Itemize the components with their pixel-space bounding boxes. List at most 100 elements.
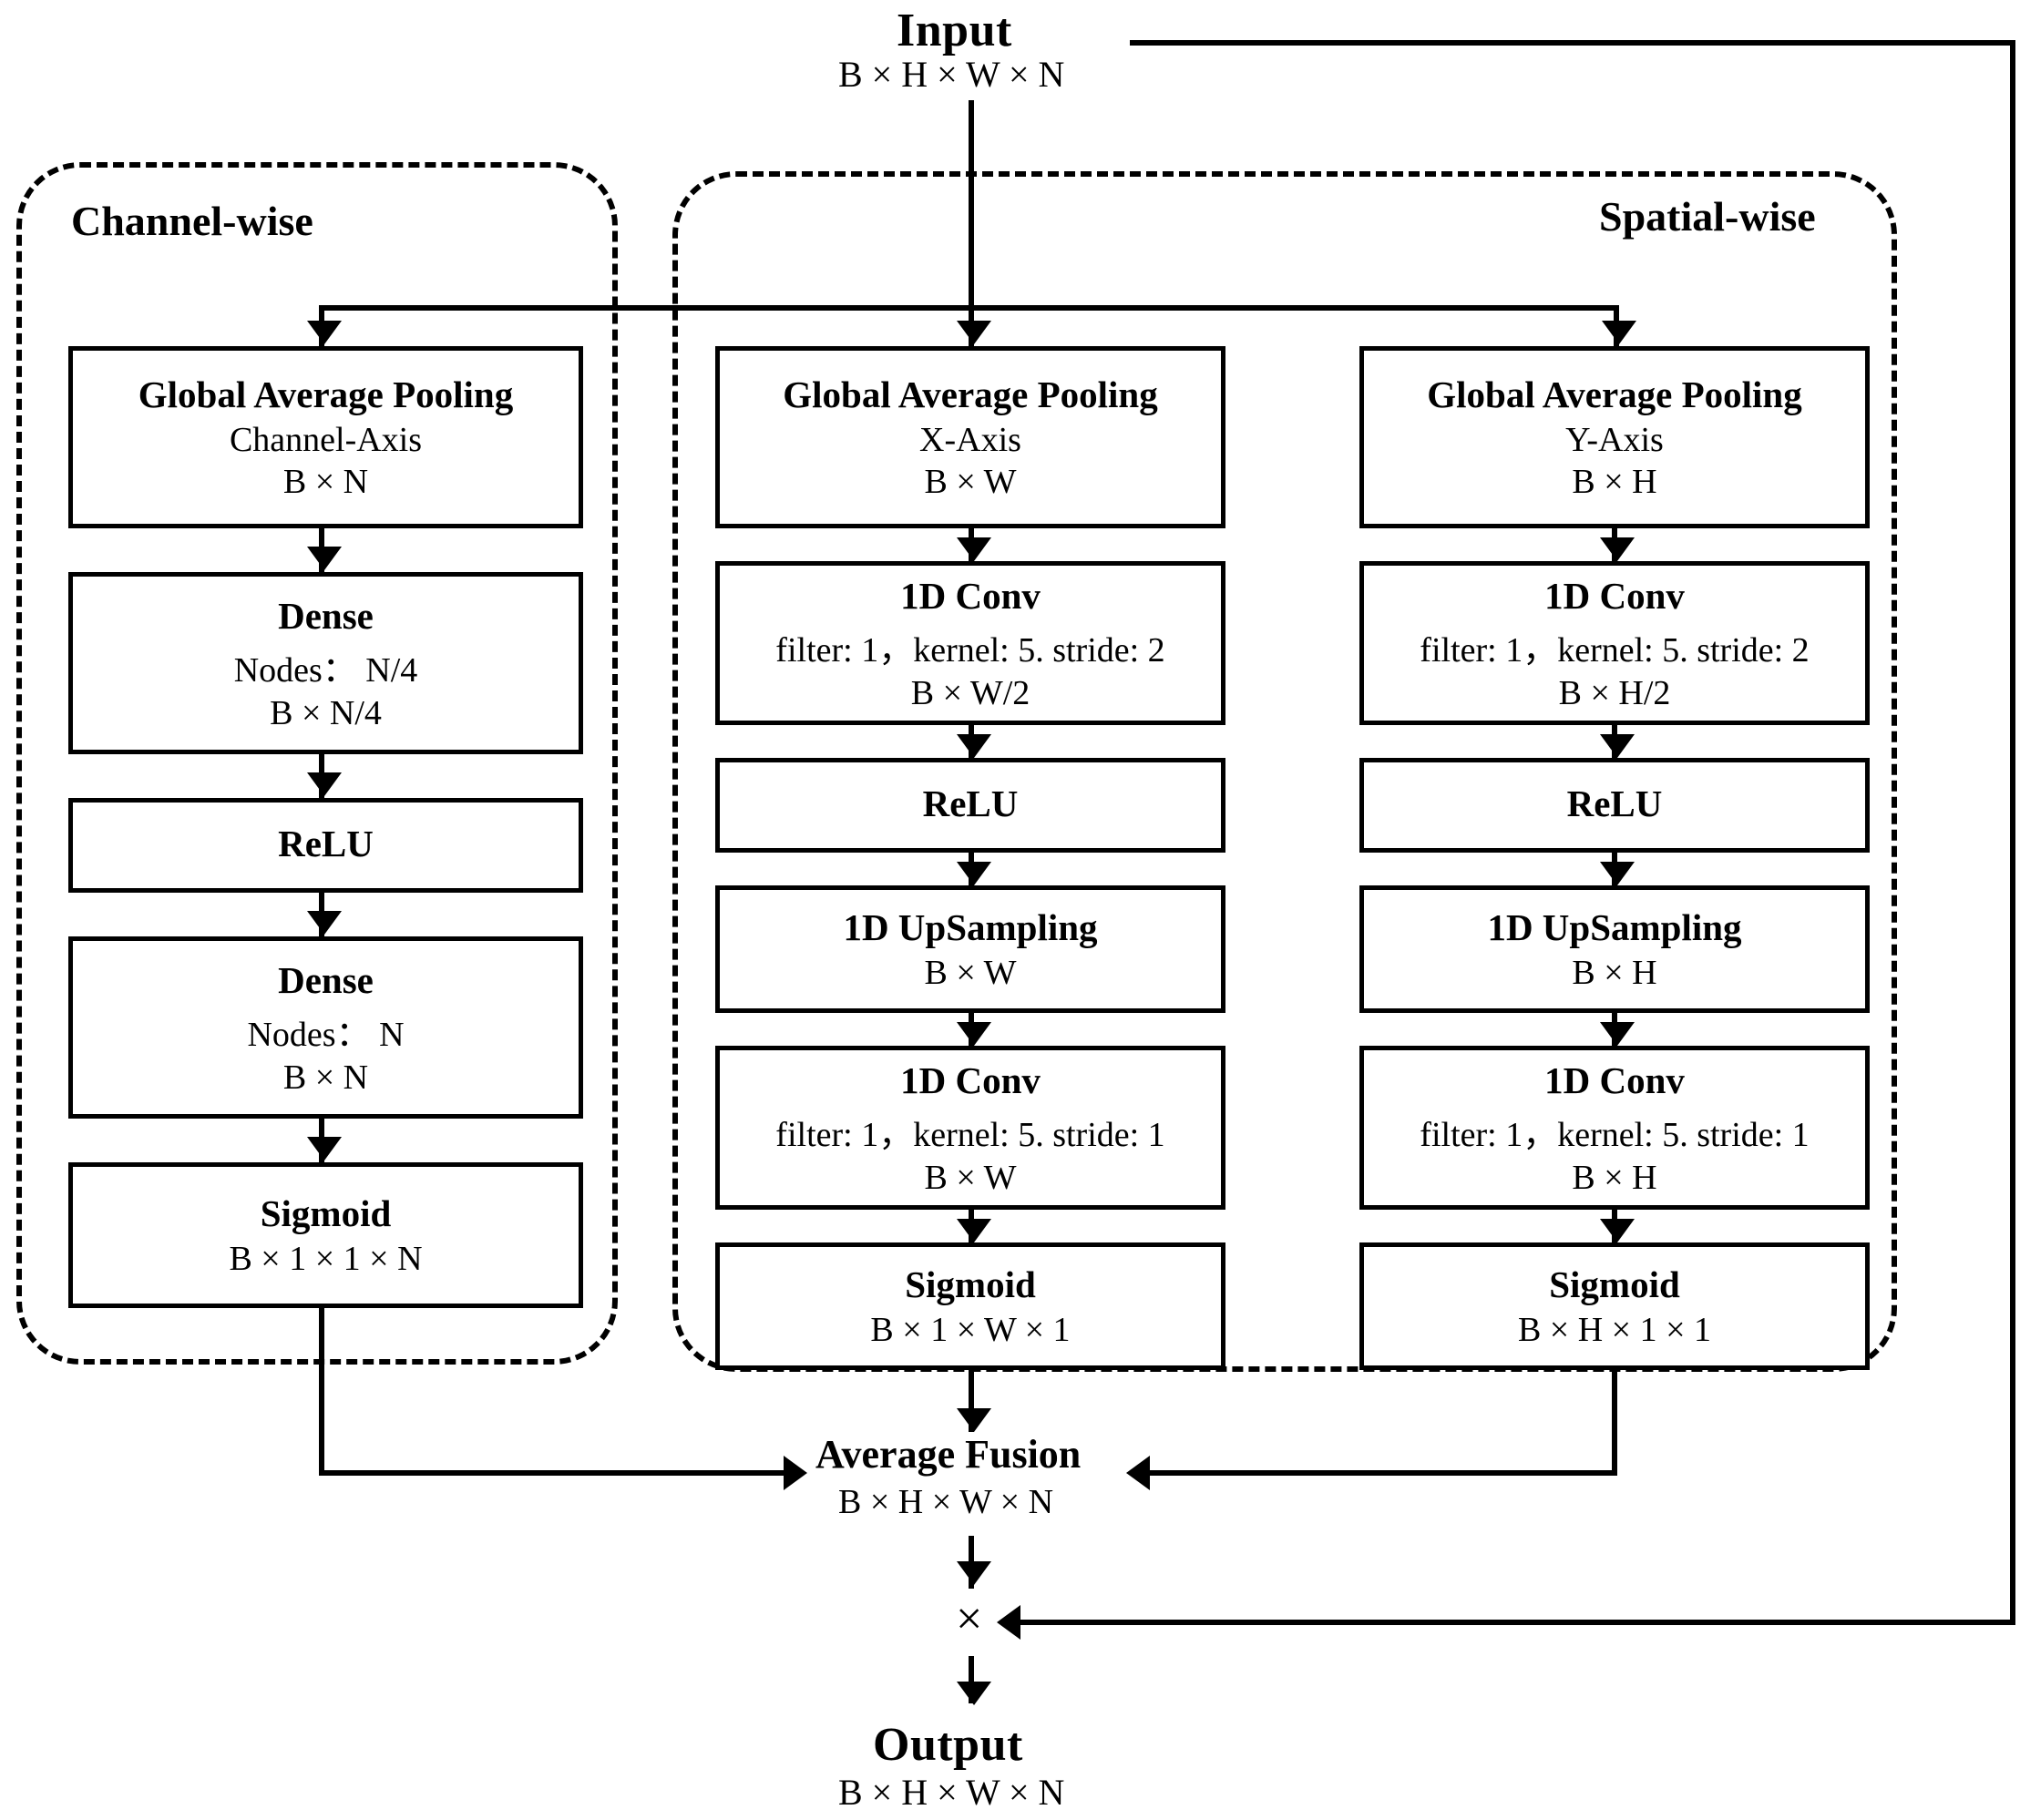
spatial-x-box-sigmoid-shape: B × 1 × W × 1	[870, 1311, 1071, 1349]
channel-wise-group-label: Channel-wise	[71, 198, 313, 244]
spatial-x-box-conv1-sub: filter: 1，kernel: 5. stride: 2	[775, 630, 1165, 670]
spatial-y-link-5-arrow	[1600, 1219, 1635, 1242]
spatial-wise-group-boundary	[672, 171, 1897, 1372]
channel-box-gap-title: Global Average Pooling	[138, 373, 514, 415]
channel-to-fusion-vline	[319, 1308, 324, 1476]
channel-box-dense2: Dense Nodes： N B × N	[68, 936, 583, 1119]
spatial-y-box-conv1: 1D Conv filter: 1，kernel: 5. stride: 2 B…	[1359, 561, 1870, 725]
spatial-x-link-2-arrow	[957, 734, 991, 758]
spatial-y-box-conv2-sub: filter: 1，kernel: 5. stride: 1	[1420, 1115, 1810, 1154]
channel-box-sigmoid-shape: B × 1 × 1 × N	[229, 1240, 423, 1278]
distribution-bus-line	[319, 305, 1619, 311]
spatial-x-link-5-arrow	[957, 1219, 991, 1242]
channel-link-3-arrow	[307, 911, 342, 935]
spatial-x-box-gap-shape: B × W	[924, 463, 1017, 501]
channel-box-gap-shape: B × N	[282, 463, 369, 501]
channel-to-fusion-arrow	[784, 1456, 807, 1490]
spatial-x-link-3-arrow	[957, 862, 991, 885]
output-title: Output	[873, 1719, 1023, 1771]
channel-box-relu-title: ReLU	[278, 823, 374, 864]
channel-link-2-arrow	[307, 772, 342, 796]
multiply-to-output-line	[969, 1656, 974, 1703]
channel-box-dense1: Dense Nodes： N/4 B × N/4	[68, 572, 583, 754]
average-fusion-shape: B × H × W × N	[838, 1483, 1054, 1521]
spatial-x-box-sigmoid: Sigmoid B × 1 × W × 1	[715, 1242, 1225, 1370]
branch-to-spatial-y-arrow	[1602, 321, 1636, 344]
spatial-y-box-sigmoid: Sigmoid B × H × 1 × 1	[1359, 1242, 1870, 1370]
channel-box-sigmoid: Sigmoid B × 1 × 1 × N	[68, 1162, 583, 1308]
input-title: Input	[897, 5, 1012, 56]
channel-link-4-arrow	[307, 1137, 342, 1161]
channel-box-dense2-title: Dense	[278, 958, 374, 1001]
spatial-x-box-conv1-shape: B × W/2	[910, 673, 1031, 712]
spatial-y-box-gap-title: Global Average Pooling	[1427, 373, 1802, 415]
spatial-wise-group-label: Spatial-wise	[1599, 193, 1816, 240]
channel-box-gap: Global Average Pooling Channel-Axis B × …	[68, 346, 583, 528]
input-shape: B × H × W × N	[838, 54, 1065, 95]
spatial-x-box-upsampling-shape: B × W	[924, 954, 1017, 992]
spatial-y-box-gap-shape: B × H	[1572, 463, 1657, 501]
branch-to-channel-arrow	[307, 321, 342, 344]
spatial-y-box-gap-sub: Y-Axis	[1565, 421, 1664, 459]
input-trunk-line	[969, 100, 974, 346]
channel-box-dense1-title: Dense	[278, 594, 374, 637]
spatial-y-box-sigmoid-shape: B × H × 1 × 1	[1517, 1311, 1712, 1349]
spatial-x-to-fusion-arrow	[957, 1408, 991, 1432]
spatial-y-to-fusion-hline	[1150, 1470, 1617, 1476]
spatial-y-to-fusion-vline	[1612, 1370, 1617, 1476]
spatial-y-to-fusion-arrow	[1126, 1456, 1150, 1490]
spatial-y-box-conv1-shape: B × H/2	[1558, 673, 1671, 712]
spatial-y-box-sigmoid-title: Sigmoid	[1549, 1263, 1680, 1305]
spatial-y-box-conv1-title: 1D Conv	[1544, 574, 1685, 617]
spatial-y-box-upsampling: 1D UpSampling B × H	[1359, 885, 1870, 1013]
skip-connection-top-line	[1130, 40, 2015, 46]
spatial-x-link-4-arrow	[957, 1022, 991, 1046]
spatial-y-box-upsampling-shape: B × H	[1572, 954, 1657, 992]
spatial-x-box-sigmoid-title: Sigmoid	[905, 1263, 1036, 1305]
spatial-x-box-conv1: 1D Conv filter: 1，kernel: 5. stride: 2 B…	[715, 561, 1225, 725]
spatial-x-box-conv2-sub: filter: 1，kernel: 5. stride: 1	[775, 1115, 1165, 1154]
spatial-x-box-gap-sub: X-Axis	[919, 421, 1021, 459]
spatial-x-box-upsampling-title: 1D UpSampling	[843, 906, 1098, 948]
spatial-y-link-2-arrow	[1600, 734, 1635, 758]
multiply-to-output-arrow	[957, 1682, 991, 1705]
channel-box-dense2-sub: Nodes： N	[247, 1015, 405, 1054]
spatial-x-box-conv2: 1D Conv filter: 1，kernel: 5. stride: 1 B…	[715, 1046, 1225, 1210]
channel-to-fusion-hline	[319, 1470, 789, 1476]
spatial-x-box-relu-title: ReLU	[922, 782, 1019, 824]
channel-box-sigmoid-title: Sigmoid	[260, 1192, 392, 1234]
multiply-symbol: ×	[956, 1593, 983, 1645]
spatial-y-link-1-arrow	[1600, 537, 1635, 561]
channel-box-dense2-shape: B × N	[282, 1058, 369, 1097]
spatial-x-box-upsampling: 1D UpSampling B × W	[715, 885, 1225, 1013]
channel-link-1-arrow	[307, 547, 342, 570]
spatial-x-box-conv2-shape: B × W	[924, 1158, 1017, 1197]
spatial-y-link-3-arrow	[1600, 862, 1635, 885]
skip-connection-right-line	[2010, 40, 2015, 1625]
channel-box-dense1-shape: B × N/4	[270, 693, 382, 732]
spatial-y-box-gap: Global Average Pooling Y-Axis B × H	[1359, 346, 1870, 528]
spatial-x-link-1-arrow	[957, 537, 991, 561]
spatial-x-box-conv1-title: 1D Conv	[900, 574, 1041, 617]
spatial-y-box-relu: ReLU	[1359, 758, 1870, 853]
spatial-y-box-conv2-title: 1D Conv	[1544, 1058, 1685, 1101]
spatial-y-box-conv2: 1D Conv filter: 1，kernel: 5. stride: 1 B…	[1359, 1046, 1870, 1210]
input-to-gap-x-arrow	[957, 321, 991, 344]
channel-box-dense1-sub: Nodes： N/4	[233, 650, 418, 690]
channel-box-gap-sub: Channel-Axis	[229, 421, 423, 459]
channel-wise-group-boundary	[16, 162, 618, 1365]
spatial-x-to-fusion-line	[969, 1370, 974, 1432]
spatial-y-box-conv2-shape: B × H	[1572, 1158, 1657, 1197]
spatial-y-link-4-arrow	[1600, 1022, 1635, 1046]
spatial-y-box-upsampling-title: 1D UpSampling	[1487, 906, 1742, 948]
spatial-x-box-gap: Global Average Pooling X-Axis B × W	[715, 346, 1225, 528]
spatial-x-box-gap-title: Global Average Pooling	[783, 373, 1158, 415]
spatial-y-box-relu-title: ReLU	[1566, 782, 1663, 824]
skip-connection-arrow	[997, 1605, 1020, 1640]
output-shape: B × H × W × N	[838, 1772, 1065, 1813]
spatial-y-box-conv1-sub: filter: 1，kernel: 5. stride: 2	[1420, 630, 1810, 670]
skip-connection-bottom-line	[1020, 1620, 2015, 1625]
average-fusion-title: Average Fusion	[815, 1432, 1082, 1477]
spatial-x-box-relu: ReLU	[715, 758, 1225, 853]
